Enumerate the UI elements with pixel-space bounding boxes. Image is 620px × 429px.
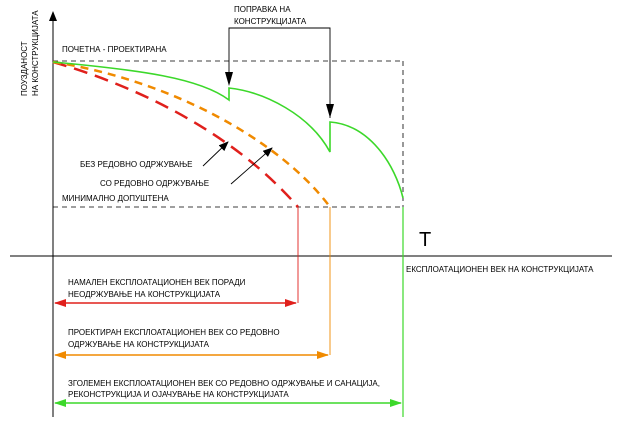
with-maintenance-label: СО РЕДОВНО ОДРЖУВАЊЕ bbox=[100, 179, 209, 188]
x-axis-symbol: T bbox=[419, 229, 431, 251]
reduced-span-label-line2: НЕОДРЖУВАЊЕ НА КОНСТРУКЦИЈАТА bbox=[68, 290, 221, 299]
with-maintenance-leader bbox=[230, 147, 273, 185]
repair-arrowhead-2 bbox=[326, 104, 334, 118]
repair-curve bbox=[52, 61, 404, 199]
repair-label-line2: КОНСТРУКЦИЈАТА bbox=[234, 17, 307, 26]
initial-level-label: ПОЧЕТНА - ПРОЕКТИРАНА bbox=[62, 45, 167, 54]
with-maintenance-curve bbox=[52, 60, 332, 208]
no-maintenance-curve bbox=[52, 60, 299, 208]
x-axis-label: ЕКСПЛОАТАЦИОНЕН ВЕК НА КОНСТРУКЦИЈАТА bbox=[406, 265, 594, 274]
repair-leader bbox=[228, 27, 331, 118]
extended-span-label-line2: РЕКОНСТРУКЦИЈА И ОЈАЧУВАЊЕ НА КОНСТРУКЦИ… bbox=[68, 390, 289, 399]
designed-span-label-line1: ПРОЕКТИРАН ЕКСПЛОАТАЦИОНЕН ВЕК СО РЕДОВН… bbox=[68, 328, 280, 337]
reduced-span-label-line1: НАМАЛЕН ЕКСПЛОАТАЦИОНЕН ВЕК ПОРАДИ bbox=[68, 278, 246, 287]
no-maintenance-label: БЕЗ РЕДОВНО ОДРЖУВАЊЕ bbox=[80, 160, 193, 169]
designed-span-label-line2: ОДРЖУВАЊЕ НА КОНСТРУКЦИЈАТА bbox=[68, 340, 210, 349]
extended-span-label-line1: ЗГОЛЕМЕН ЕКСПЛОАТАЦИОНЕН ВЕК СО РЕДОВНО … bbox=[68, 379, 380, 388]
minimum-level-label: МИНИМАЛНО ДОПУШТЕНА bbox=[62, 194, 169, 203]
no-maintenance-leader bbox=[202, 141, 229, 167]
repair-arrowhead-1 bbox=[225, 72, 233, 86]
y-axis-label-line1: ПОУЗДАНОСТ bbox=[20, 41, 29, 96]
repair-label-line1: ПОПРАВКА НА bbox=[234, 5, 291, 14]
y-axis-label-line2: НА КОНСТРУКЦИЈАТА bbox=[31, 10, 40, 96]
